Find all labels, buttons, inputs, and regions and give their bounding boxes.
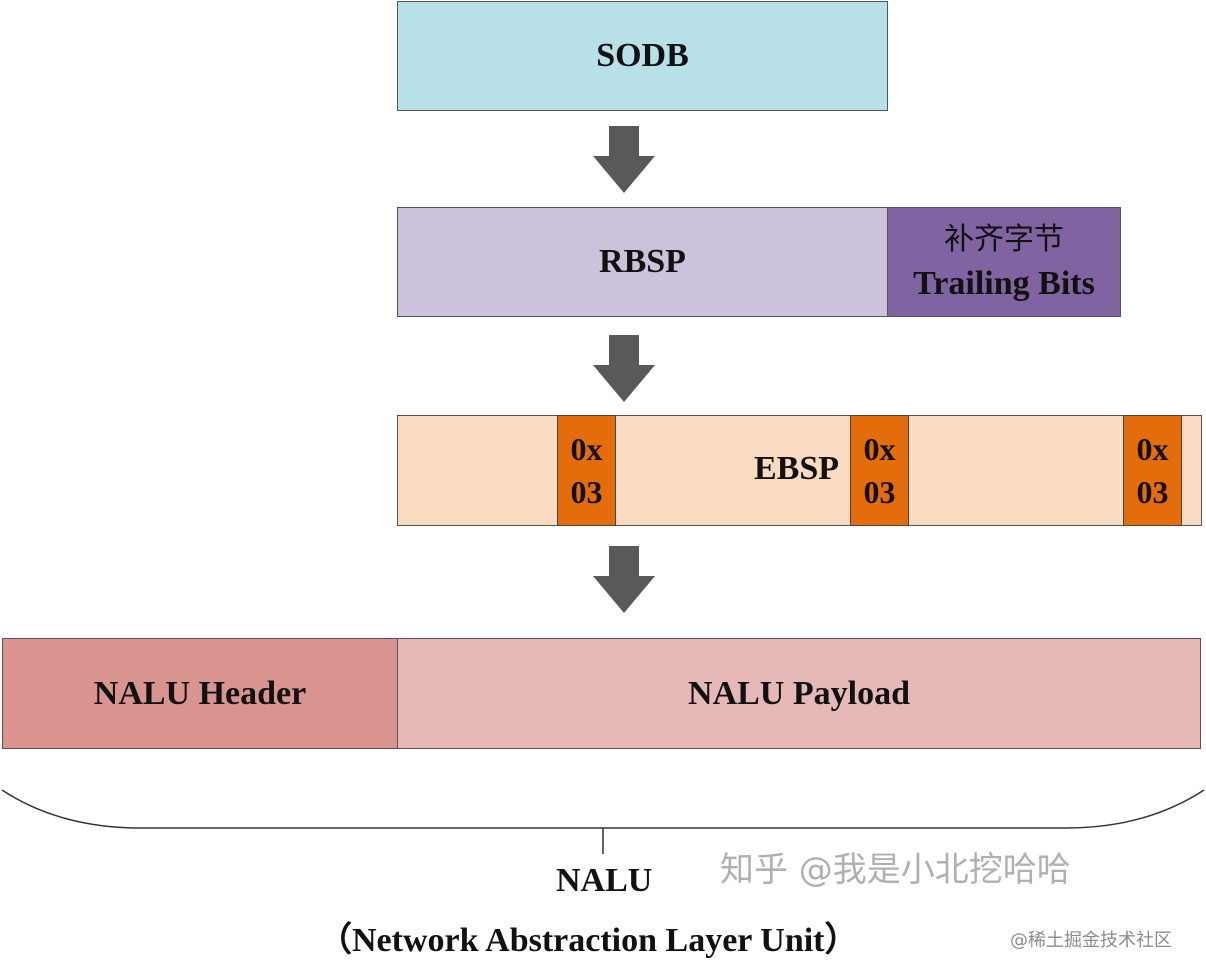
ebsp-label: EBSP xyxy=(754,450,840,487)
emulation-byte-bottom: 03 xyxy=(863,473,896,510)
emulation-byte-top: 0x xyxy=(570,430,603,467)
emulation-byte-bottom: 03 xyxy=(570,473,603,510)
ebsp-box xyxy=(397,415,1202,526)
sodb-label: SODB xyxy=(596,37,689,74)
trailing-bits-box: 补齐字节 Trailing Bits xyxy=(887,207,1121,317)
arrow-down-icon xyxy=(593,126,655,193)
nalu-header-box: NALU Header xyxy=(2,638,398,749)
watermark-zhihu: 知乎 @我是小北挖哈哈 xyxy=(720,850,1071,890)
brace xyxy=(1,789,1205,854)
watermark-juejin: @稀土掘金技术社区 xyxy=(1010,930,1172,951)
sodb-box: SODB xyxy=(397,1,888,111)
nalu-header-label: NALU Header xyxy=(93,674,307,712)
nalu-subtitle: （Network Abstraction Layer Unit） xyxy=(318,922,859,959)
nalu-payload-label: NALU Payload xyxy=(688,674,910,712)
emulation-byte-bottom: 03 xyxy=(1136,473,1169,510)
arrow-down-icon xyxy=(593,335,655,402)
rbsp-label: RBSP xyxy=(599,243,686,280)
arrow-down-icon xyxy=(593,546,655,613)
nalu-title: NALU xyxy=(556,862,653,899)
emulation-byte-top: 0x xyxy=(1136,430,1169,467)
nalu-payload-box: NALU Payload xyxy=(397,638,1201,749)
trailing-bits-en: Trailing Bits xyxy=(913,265,1095,302)
trailing-bits-cn: 补齐字节 xyxy=(944,222,1064,257)
emulation-byte-top: 0x xyxy=(863,430,896,467)
rbsp-box: RBSP xyxy=(397,207,888,317)
